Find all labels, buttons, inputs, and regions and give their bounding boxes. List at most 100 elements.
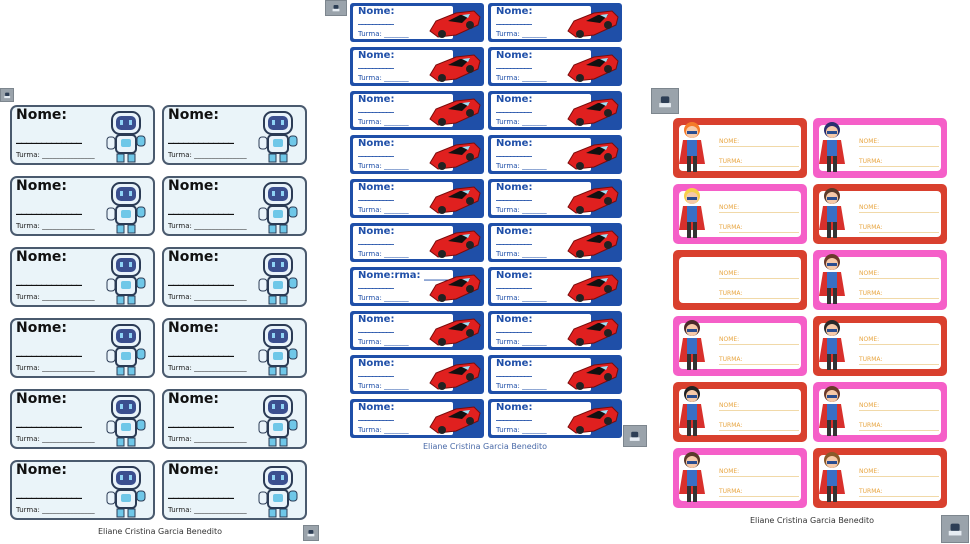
robot-name-label: Nome: _____________ Turma: _______________	[162, 176, 307, 236]
nome-field: NOME:	[719, 336, 799, 345]
nome-line: __________	[496, 148, 532, 158]
superhero-name-label: NOME:TURMA:	[813, 118, 947, 178]
robot-icon	[106, 466, 146, 518]
nome-text: Nome:	[168, 462, 220, 478]
nome-text: Nome:	[16, 178, 68, 194]
turma-text: Turma: _______	[496, 382, 547, 390]
car-name-label: Nome:rma: _________________Turma: ______…	[350, 267, 484, 306]
nome-text: Nome:	[496, 94, 533, 105]
nome-text: Nome:	[168, 391, 220, 407]
nome-text: Nome:	[358, 182, 395, 193]
turma-text: Turma: _______________	[168, 435, 247, 444]
red-car-icon	[567, 318, 619, 346]
turma-text: Turma: _______	[496, 162, 547, 170]
nome-line: _____________	[168, 201, 234, 215]
superhero-name-label: NOME: TURMA:	[813, 250, 947, 310]
nome-field: NOME:	[719, 270, 799, 279]
car-name-label: Nome:__________Turma: _______	[350, 399, 484, 438]
nome-line: _____________	[16, 130, 82, 144]
robot-name-label: Nome:_____________Turma: _______________	[162, 318, 307, 378]
robot-icon	[258, 111, 298, 163]
nome-text: Nome:	[358, 314, 395, 325]
nome-line: __________	[358, 324, 394, 334]
car-name-label: Nome:__________Turma: _______	[488, 267, 622, 306]
logo-icon	[325, 0, 347, 16]
car-name-label: Nome:__________Turma: _______	[350, 355, 484, 394]
car-name-label: Nome:__________Turma: _______	[488, 135, 622, 174]
car-name-label: Nome:__________ Turma: _______	[488, 91, 622, 130]
nome-line: __________	[358, 104, 394, 114]
nome-line: __________	[358, 236, 394, 246]
turma-text: Turma: _______	[496, 118, 547, 126]
car-name-label: Nome:__________Turma: _______	[488, 311, 622, 350]
red-car-icon	[567, 406, 619, 434]
nome-text: Nome:	[496, 182, 533, 193]
turma-field: TURMA:	[719, 158, 799, 167]
nome-field: NOME:	[859, 336, 939, 345]
turma-text: Turma: _______	[358, 294, 409, 302]
red-car-icon	[429, 186, 481, 214]
superhero-name-label: NOME:TURMA:	[813, 316, 947, 376]
nome-line: __________	[358, 412, 394, 422]
robot-name-label: Nome:_____________Turma: _______________	[162, 105, 307, 165]
robot-name-label: Nome:_____________Turma: _______________	[10, 105, 155, 165]
author-credit: Eliane Cristina Garcia Benedito	[749, 516, 875, 525]
robot-name-label: Nome:_____________Turma: _______________	[10, 318, 155, 378]
robot-icon	[258, 182, 298, 234]
turma-text: Turma: _______	[358, 426, 409, 434]
nome-line: __________	[496, 324, 532, 334]
nome-line: _____________	[16, 272, 82, 286]
superhero-girl-icon	[819, 122, 845, 172]
nome-line: __________	[358, 16, 394, 26]
nome-text: Nome:	[358, 138, 395, 149]
turma-text: Turma: _______	[358, 30, 409, 38]
author-credit: Eliane Cristina Garcia Benedito	[97, 527, 223, 536]
robot-icon	[106, 111, 146, 163]
turma-text: Turma: _______	[358, 118, 409, 126]
label-field-area: Nome:__________Turma: _______	[491, 270, 591, 303]
nome-line: _____________	[16, 485, 82, 499]
turma-text: Turma: _______________	[168, 222, 247, 231]
superhero-name-label: NOME:TURMA:	[813, 184, 947, 244]
turma-text: Turma: _______	[496, 206, 547, 214]
label-field-area: Nome:__________Turma: _______	[353, 94, 453, 127]
turma-text: Turma: _______________	[16, 435, 95, 444]
red-car-icon	[429, 54, 481, 82]
turma-field: TURMA:	[719, 224, 799, 233]
red-car-icon	[567, 362, 619, 390]
robot-name-label: Nome:_____________Turma: _______________	[10, 389, 155, 449]
nome-field: NOME:	[859, 270, 939, 279]
red-car-icon	[429, 98, 481, 126]
robot-name-label: Nome:_____________Turma: _______________	[162, 247, 307, 307]
car-name-label: Nome:__________Turma: _______	[350, 47, 484, 86]
nome-line: __________	[496, 280, 532, 290]
nome-field: NOME:	[719, 204, 799, 213]
turma-text: Turma: _______________	[168, 506, 247, 515]
label-field-area: Nome:__________Turma: _______	[491, 6, 591, 39]
turma-text: Turma: _______________	[16, 506, 95, 515]
nome-line: _____________	[168, 130, 234, 144]
turma-field: TURMA:	[859, 488, 939, 497]
turma-field: TURMA:	[719, 422, 799, 431]
nome-text: Nome:	[16, 107, 68, 123]
turma-text: Turma: _______________	[168, 364, 247, 373]
superhero-name-label: NOME:TURMA:	[673, 250, 807, 310]
nome-text: Nome:	[358, 6, 395, 17]
superhero-girl-icon	[819, 452, 845, 502]
turma-field: TURMA:	[859, 290, 939, 299]
turma-text: Turma: _______________	[16, 293, 95, 302]
nome-line: _____________	[16, 201, 82, 215]
logo-icon	[941, 515, 969, 543]
nome-line: _____________	[16, 414, 82, 428]
nome-text: Nome:	[16, 320, 68, 336]
robot-icon	[106, 182, 146, 234]
nome-text: Nome:	[168, 178, 220, 194]
superhero-name-label: NOME:TURMA:	[673, 382, 807, 442]
nome-line: __________	[496, 104, 532, 114]
car-name-label: Nome:__________Turma: _______	[488, 223, 622, 262]
superhero-girl-icon	[679, 320, 705, 370]
turma-text: Turma: _______	[358, 162, 409, 170]
superhero-name-label: NOME:TURMA:	[673, 448, 807, 508]
red-car-icon	[429, 274, 481, 302]
red-car-icon	[567, 186, 619, 214]
